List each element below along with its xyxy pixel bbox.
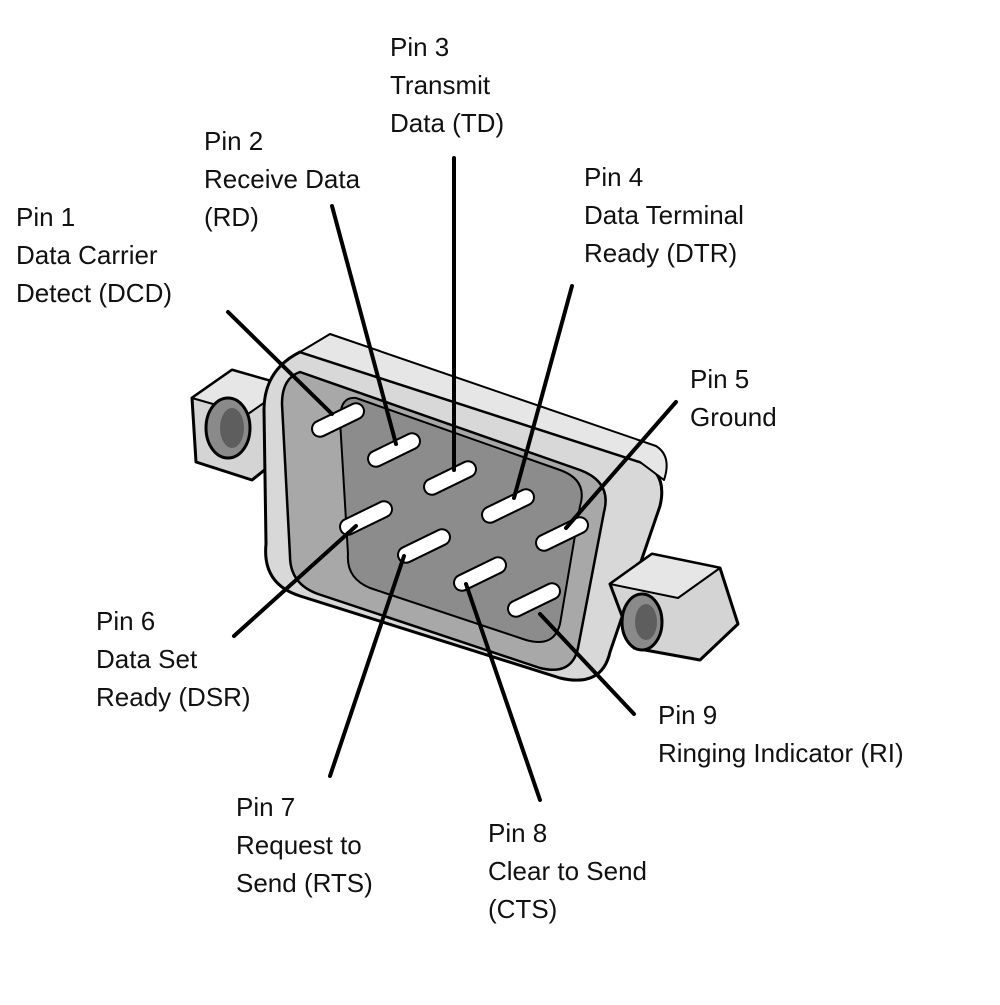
pin-2-label: Pin 2 Receive Data (RD) (204, 122, 360, 236)
pin-5-label: Pin 5 Ground (690, 360, 777, 436)
pin-6-desc-line-2: Ready (DSR) (96, 682, 251, 712)
pin-4-leader-line (512, 284, 574, 500)
pin-3-desc-line-1: Transmit (390, 70, 491, 100)
pin-4-desc-line-1: Data Terminal (584, 200, 744, 230)
pin-5-number: Pin 5 (690, 364, 750, 394)
pin-2-leader-line (330, 204, 398, 446)
pin-1-number: Pin 1 (16, 202, 76, 232)
pin-8-label: Pin 8 Clear to Send (CTS) (488, 814, 647, 928)
pin-6-number: Pin 6 (96, 606, 156, 636)
pin-4-label: Pin 4 Data Terminal Ready (DTR) (584, 158, 744, 272)
pin-1-leader-line (226, 310, 334, 416)
pin-9-desc-line-1: Ringing Indicator (RI) (658, 738, 904, 768)
pin-1-desc-line-2: Detect (DCD) (16, 278, 173, 308)
connector-shell (262, 333, 668, 682)
pin-3-number: Pin 3 (390, 32, 450, 62)
pin-2-contact (367, 432, 421, 468)
pin-6-desc-line-1: Data Set (96, 644, 198, 674)
pin-1-desc-line-1: Data Carrier (16, 240, 158, 270)
right-hex-nut (608, 552, 740, 662)
pin-2-desc-line-1: Receive Data (204, 164, 361, 194)
pin-6-label: Pin 6 Data Set Ready (DSR) (96, 602, 251, 716)
pin-1-label: Pin 1 Data Carrier Detect (DCD) (16, 198, 172, 312)
pin-9-number: Pin 9 (658, 700, 718, 730)
pin-9-contact (507, 582, 561, 618)
pin-8-number: Pin 8 (488, 818, 548, 848)
pin-7-desc-line-1: Request to (236, 830, 362, 860)
pin-4-contact (481, 488, 535, 524)
pin-4-number: Pin 4 (584, 162, 644, 192)
pin-5-leader-line (564, 400, 678, 530)
pin-2-number: Pin 2 (204, 126, 264, 156)
pin-3-desc-line-2: Data (TD) (390, 108, 505, 138)
pin-5-contact (535, 516, 589, 552)
leader-lines (226, 156, 678, 802)
pin-1-contact (311, 402, 365, 438)
pin-8-desc-line-2: (CTS) (488, 894, 558, 924)
pin-3-label: Pin 3 Transmit Data (TD) (390, 28, 504, 142)
pin-7-contact (397, 528, 451, 564)
pin-4-desc-line-2: Ready (DTR) (584, 238, 738, 268)
pin-7-leader-line (328, 554, 406, 778)
pin-8-desc-line-1: Clear to Send (488, 856, 647, 886)
pin-6-leader-line (232, 524, 358, 638)
pin-9-leader-line (538, 612, 636, 716)
pin-3-contact (423, 460, 477, 496)
pin-2-desc-line-2: (RD) (204, 202, 259, 232)
pin-7-number: Pin 7 (236, 792, 296, 822)
pin-7-desc-line-2: Send (RTS) (236, 868, 373, 898)
pin-8-leader-line (464, 582, 542, 802)
pin-9-label: Pin 9 Ringing Indicator (RI) (658, 696, 904, 772)
pin-5-desc-line-1: Ground (690, 402, 777, 432)
pin-7-label: Pin 7 Request to Send (RTS) (236, 788, 373, 902)
